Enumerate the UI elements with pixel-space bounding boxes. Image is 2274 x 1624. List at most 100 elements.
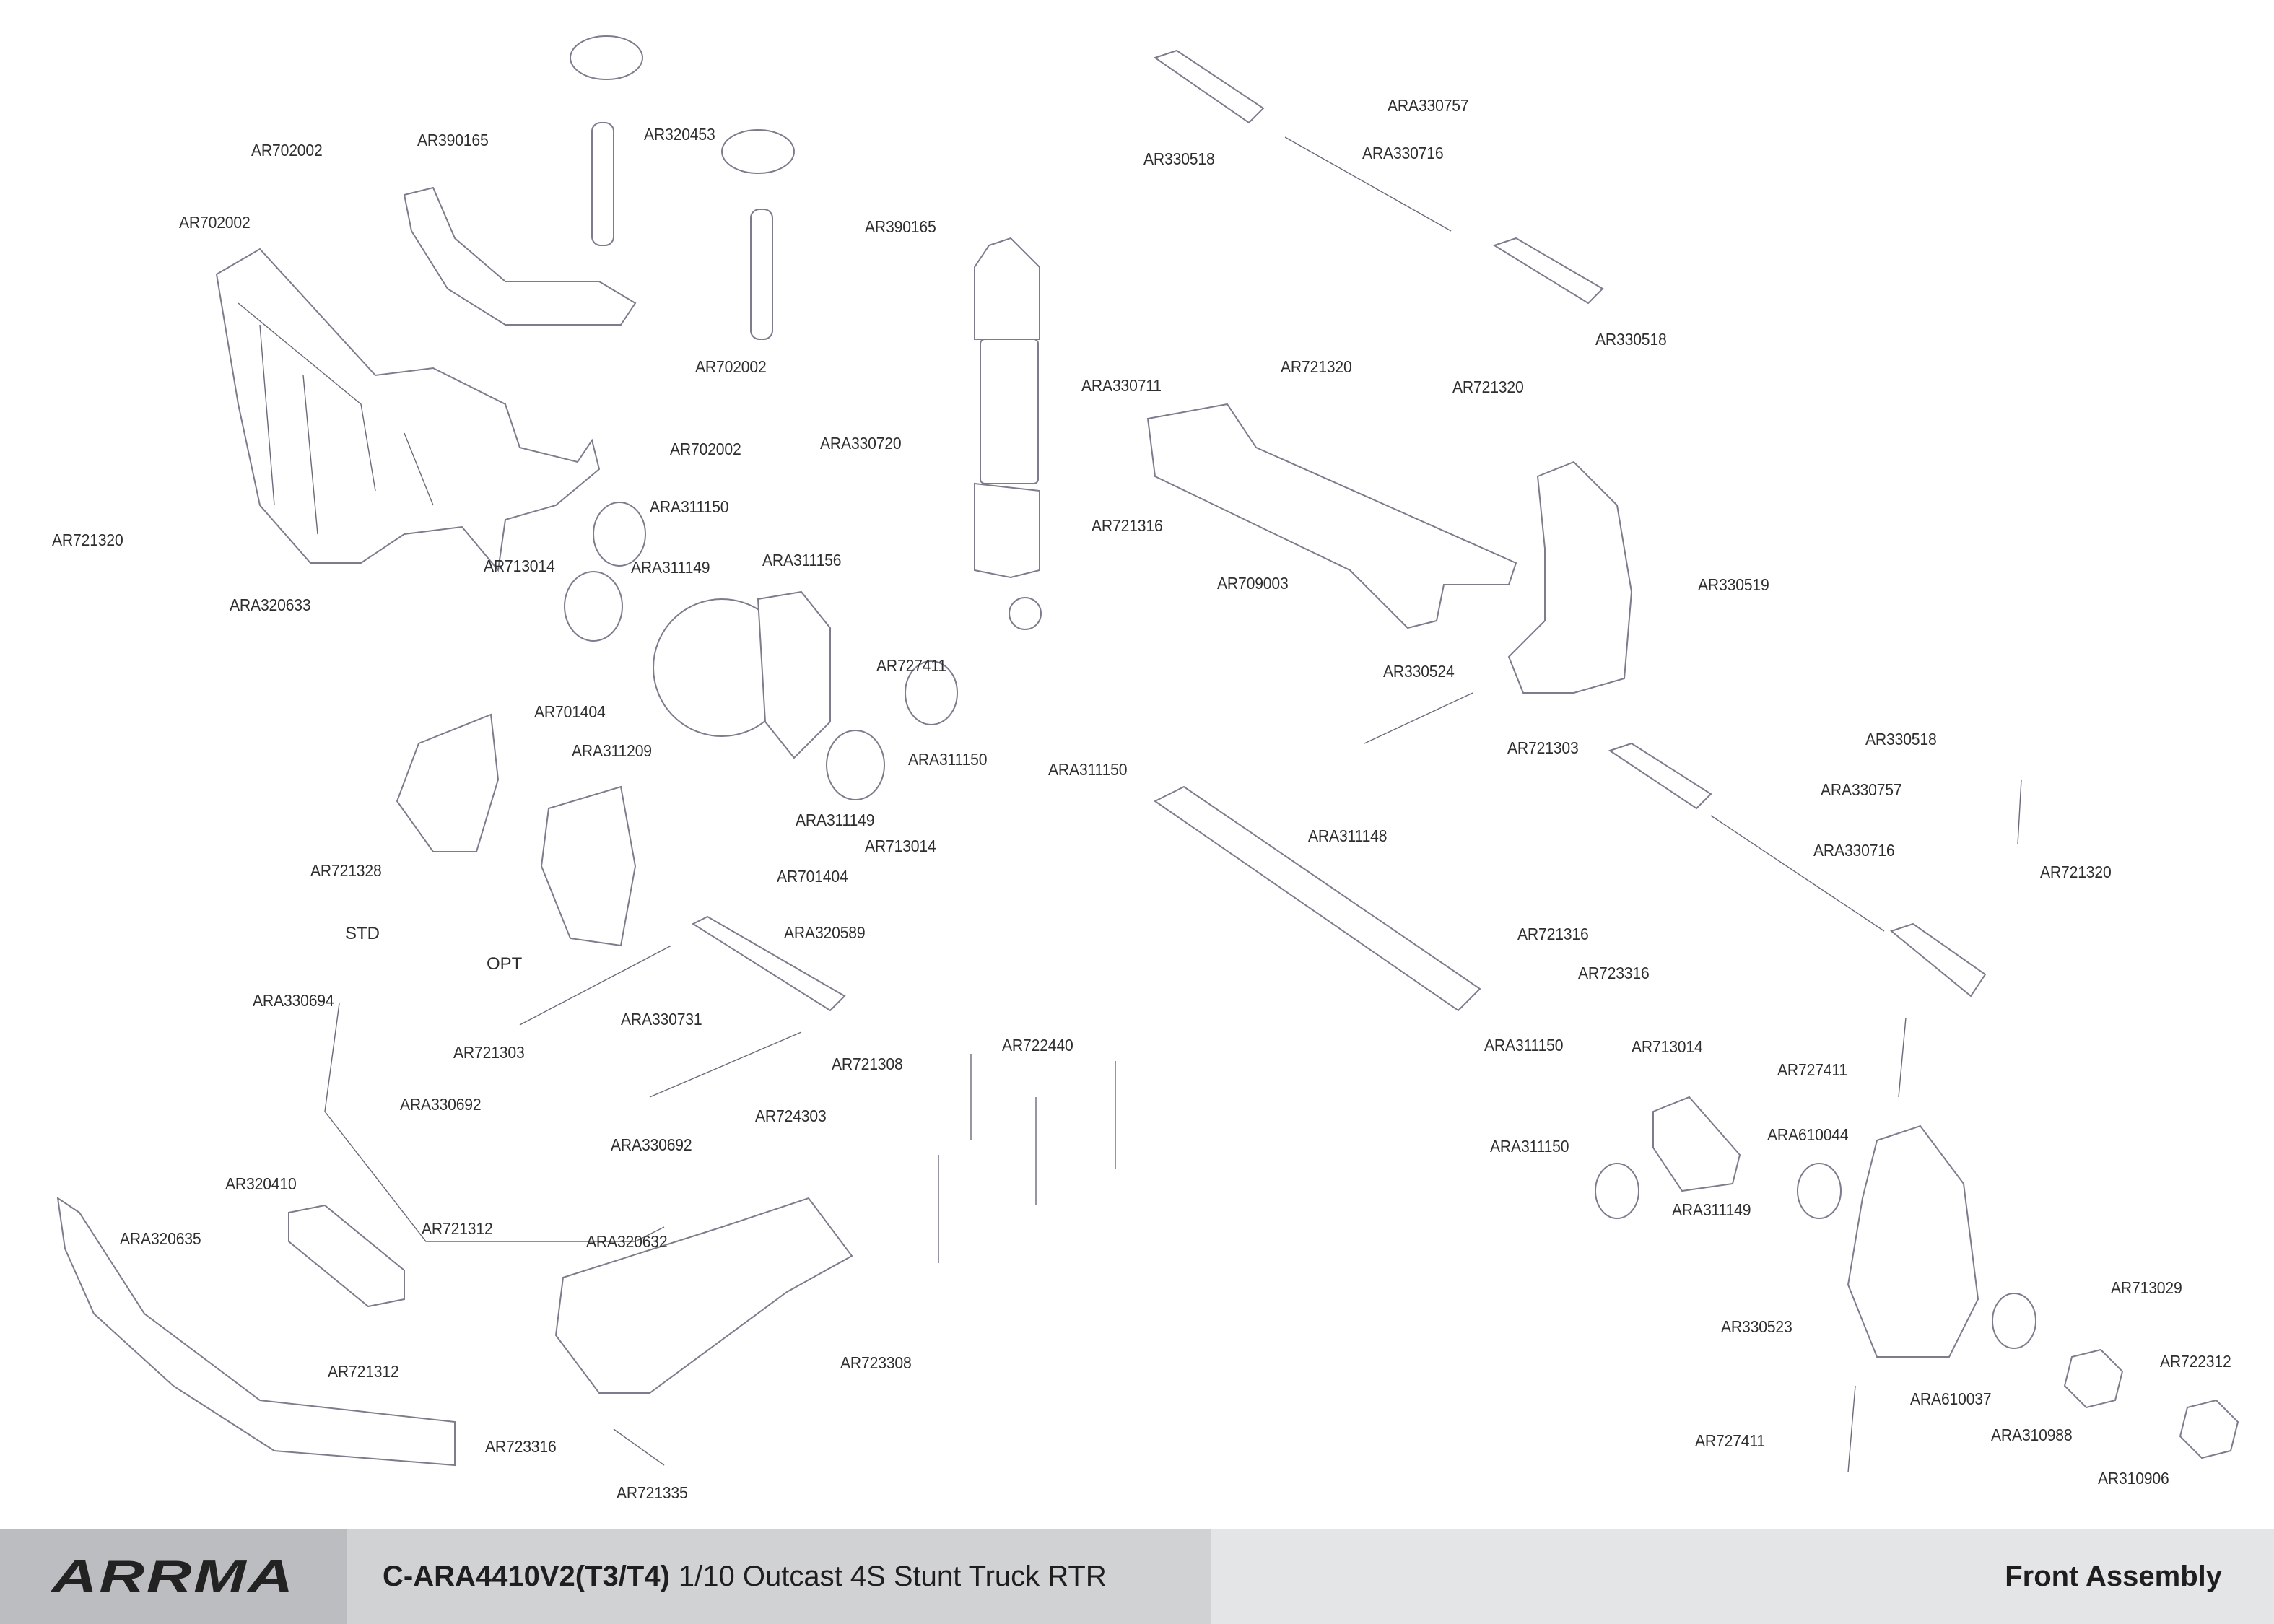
part-number-label: ARA330692 [611,1135,692,1154]
part-number-label: AR721320 [2040,863,2112,881]
parts-line-art [56,35,2239,1473]
axle-part [1652,1096,1741,1192]
part-number-label: AR701404 [777,867,848,886]
part-number-label: AR713014 [865,837,936,855]
part-number-label: AR721320 [1281,357,1352,376]
part-number-label: ARA320635 [120,1229,201,1248]
part-number-label: ARA610037 [1910,1389,1992,1408]
part-number-label: AR727411 [876,656,946,675]
part-number-label: ARA311149 [1672,1200,1751,1219]
ring-part [593,502,646,567]
nut-part [2179,1399,2239,1459]
skid-plate-part [554,1197,853,1394]
part-number-label: AR709003 [1217,574,1289,593]
body-clip-part [570,35,643,80]
part-number-label: ARA311209 [572,741,652,760]
part-number-label: AR310906 [2098,1469,2169,1488]
shock-part [974,237,1042,630]
hex-part [2063,1348,2124,1409]
bearing-part [1992,1293,2036,1349]
rod-end-part [1492,237,1604,305]
part-number-label: AR721312 [328,1362,399,1381]
part-number-label: ARA311150 [1048,760,1128,779]
body-mount-part [403,186,637,326]
part-number-label: ARA330711 [1081,376,1162,395]
part-number-label: AR723316 [1578,964,1650,982]
part-number-label: ARA320633 [230,595,311,614]
ring-part [1595,1163,1639,1219]
part-number-label: ARA330757 [1388,96,1469,115]
part-number-label: AR713014 [1632,1037,1703,1056]
link-plate-part [691,915,846,1012]
part-number-label: AR722312 [2160,1352,2231,1371]
bumper-mount-part [288,1204,405,1308]
body-clip-part [721,129,795,174]
body-post-part [591,122,614,246]
part-number-label: ARA311150 [1484,1036,1564,1055]
outdrive-part [564,571,623,642]
model-title: C-ARA4410V2(T3/T4) 1/10 Outcast 4S Stunt… [347,1529,1211,1624]
part-number-label: AR721335 [617,1483,688,1502]
rod-end-part [1153,49,1265,124]
page-footer: ARRMA C-ARA4410V2(T3/T4) 1/10 Outcast 4S… [0,1529,2274,1624]
part-number-label: AR330518 [1865,730,1937,748]
brand-logo-text: ARRMA [51,1551,295,1602]
part-number-label: AR721303 [1507,738,1579,757]
sway-bar-part [324,1003,665,1242]
driveshaft-part [1154,785,1481,1012]
brand-logo: ARRMA [0,1529,347,1624]
ring-part [905,660,958,725]
part-number-label: ARA330720 [820,434,902,453]
part-number-label: ARA311150 [1490,1137,1569,1156]
part-number-label: AR320410 [225,1174,297,1193]
part-number-label: AR727411 [1777,1060,1847,1079]
part-number-label: ARA311150 [908,750,988,769]
part-number-label: AR713014 [484,556,555,575]
part-number-label: ARA330716 [1813,841,1895,860]
part-number-label: AR390165 [417,131,489,149]
part-number-label: AR721328 [310,861,382,880]
diff-cover-part [540,785,637,947]
body-post-part [750,209,773,340]
model-code: C-ARA4410V2(T3/T4) [383,1560,670,1592]
part-number-label: AR702002 [695,357,767,376]
bumper-part [56,1196,456,1467]
part-number-label: AR723308 [840,1353,912,1372]
part-number-label: ARA330731 [621,1010,702,1029]
part-number-label: AR330524 [1383,662,1455,681]
part-number-label: AR721303 [453,1043,525,1062]
part-number-label: AR330519 [1698,575,1769,594]
part-number-label: ARA610044 [1767,1125,1849,1144]
part-number-label: ARA330757 [1821,780,1902,799]
part-number-label: AR702002 [670,440,741,458]
opt-variant-label: OPT [487,954,523,974]
bearing-part [1797,1163,1842,1219]
rod-end-part [1608,742,1712,810]
part-number-label: AR721320 [1452,377,1524,396]
part-number-label: AR330518 [1143,149,1215,168]
part-number-label: ARA330716 [1362,144,1444,162]
part-number-label: AR320453 [644,125,715,144]
part-number-label: AR721320 [52,531,123,549]
lower-arm-part [1146,403,1517,629]
part-number-label: ARA311148 [1308,826,1388,845]
steering-knuckle-part [1847,1125,1979,1358]
model-name: 1/10 Outcast 4S Stunt Truck RTR [678,1560,1107,1592]
part-number-label: AR721312 [422,1219,493,1238]
part-number-label: AR330518 [1595,330,1667,349]
part-number-label: AR330523 [1721,1317,1792,1336]
part-number-label: AR721316 [1517,925,1589,943]
shock-tower-part [215,248,601,572]
part-number-label: AR713029 [2111,1278,2182,1297]
part-number-label: AR721316 [1092,516,1163,535]
part-number-label: AR724303 [755,1106,827,1125]
part-number-label: AR702002 [251,141,323,160]
steering-block-part [1507,460,1633,694]
part-number-label: AR727411 [1695,1431,1765,1450]
std-variant-label: STD [345,924,380,943]
section-title: Front Assembly [1211,1529,2274,1624]
part-number-label: AR723316 [485,1437,557,1456]
outdrive-part [826,730,885,800]
turnbuckle-part [1284,136,1452,232]
